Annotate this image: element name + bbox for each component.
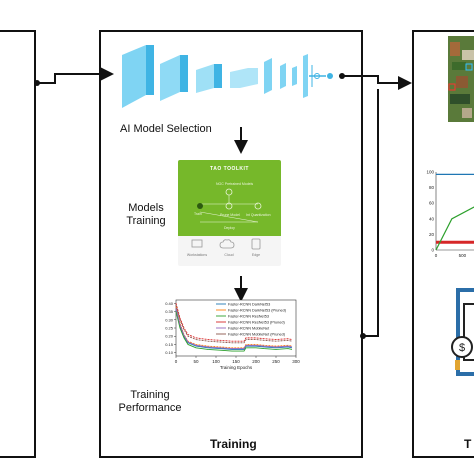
tao-train: Train	[194, 212, 202, 216]
series-line	[175, 311, 293, 352]
series-line	[175, 304, 293, 344]
y-tick-label: 0.20	[165, 334, 174, 339]
series-line	[435, 206, 474, 251]
x-tick-label: 300	[292, 359, 300, 364]
legend-label: Faster-RCNN DarkNet53 (Pruned)	[228, 309, 287, 313]
tao-header: TAO TOOLKIT NGC Pretrained Models Train …	[178, 160, 281, 236]
tao-title: TAO TOOLKIT	[210, 166, 249, 172]
y-tick-label: 0.35	[165, 309, 174, 314]
legend-label: Faster-RCNN ResNet53 (Pruned)	[228, 321, 285, 325]
training-performance-line2: Performance	[118, 402, 182, 414]
tao-target-icons	[191, 238, 261, 250]
connector-left-to-center	[34, 67, 114, 86]
y-tick-label: 0.40	[165, 301, 174, 306]
tao-flow-icons	[197, 188, 262, 223]
x-tick-label: 250	[272, 359, 280, 364]
tao-deploy: Deploy	[224, 226, 235, 230]
y-tick-label: 0.15	[165, 342, 174, 347]
right-metrics-chart: 0 20 40 60 80 100 0 500	[426, 170, 474, 258]
series-line	[175, 308, 293, 350]
tao-toolkit-card: TAO TOOLKIT NGC Pretrained Models Train …	[178, 160, 281, 266]
right-panel	[412, 30, 474, 458]
y-tick-label: 100	[426, 170, 434, 175]
left-panel	[0, 30, 36, 458]
y-tick-label: 80	[429, 185, 435, 190]
models-training-label: Models Training	[116, 202, 176, 228]
tao-subtitle: NGC Pretrained Models	[216, 182, 254, 186]
tao-prune: Prune Model	[220, 213, 240, 217]
y-tick-label: 0.25	[165, 326, 174, 331]
x-tick-label: 50	[193, 359, 199, 364]
tao-deploy-targets: Workstations Cloud Edge	[178, 236, 281, 266]
training-performance-line1: Training	[130, 389, 170, 401]
svg-text:$: $	[459, 342, 465, 354]
deployment-icon: $	[451, 288, 474, 376]
aerial-image-thumbnail	[448, 36, 474, 122]
y-tick-label: 60	[429, 201, 435, 206]
y-tick-label: 40	[429, 216, 435, 221]
training-caption: Training	[210, 437, 257, 451]
training-panel	[99, 30, 363, 458]
tao-edge: Edge	[251, 253, 261, 257]
ai-model-selection-label: AI Model Selection	[120, 123, 212, 135]
models-training-line1: Models	[128, 202, 164, 214]
tao-cloud: Cloud	[224, 253, 234, 257]
right-caption: T	[464, 437, 472, 451]
legend-label: Faster-RCNN DarkNet53	[228, 303, 270, 307]
training-performance-label: Training Performance	[118, 389, 182, 415]
x-tick-label: 500	[459, 253, 467, 258]
y-tick-label: 20	[429, 232, 435, 237]
models-training-line2: Training	[126, 215, 166, 227]
x-tick-label: 0	[435, 253, 438, 258]
legend-label: Faster-RCNN ResNet53	[228, 315, 269, 319]
y-tick-label: 0.10	[165, 350, 174, 355]
x-tick-label: 100	[212, 359, 220, 364]
connector-center-to-right	[339, 73, 412, 339]
y-tick-label: 0	[431, 248, 434, 253]
tao-quant: Int Quantization	[246, 213, 271, 217]
y-tick-label: 0.30	[165, 317, 174, 322]
x-tick-label: 0	[175, 359, 178, 364]
x-axis-label: Training Epochs	[220, 365, 253, 370]
x-tick-label: 150	[232, 359, 240, 364]
legend-label: Faster-RCNN MobileNet (Pruned)	[228, 333, 286, 337]
cnn-architecture-icon	[122, 45, 333, 108]
x-tick-label: 200	[252, 359, 260, 364]
tao-workstations: Workstations	[186, 253, 208, 257]
series-line	[175, 303, 293, 342]
legend-label: Faster-RCNN MobileNet	[228, 327, 270, 331]
training-performance-chart: 0 50 100 150 200 250 300 0.10 0.15 0.20 0.25 0.30 0.…	[165, 299, 300, 370]
